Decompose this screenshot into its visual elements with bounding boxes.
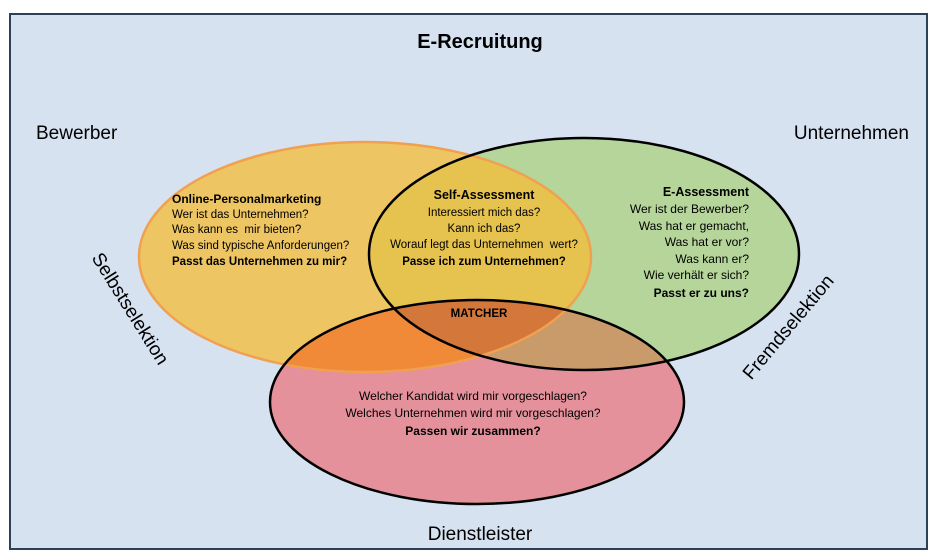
pink-ellipse-outline (268, 298, 686, 506)
label-bewerber: Bewerber (36, 123, 118, 144)
dienst-line: Welches Unternehmen wird mir vorgeschlag… (345, 406, 601, 420)
center-triple-overlap (369, 300, 591, 370)
page-title: E-Recruitung (417, 31, 543, 53)
e-line: Was hat er vor? (665, 235, 750, 249)
online-line: Wer ist das Unternehmen? (172, 209, 309, 221)
e-heading: E-Assessment (663, 185, 750, 199)
label-dienstleister: Dienstleister (428, 524, 533, 545)
dienst-line: Welcher Kandidat wird mir vorgeschlagen? (359, 389, 587, 403)
e-line: Wie verhält er sich? (644, 268, 750, 282)
e-conclusion: Passt er zu uns? (654, 286, 749, 300)
self-line: Interessiert mich das? (428, 207, 541, 219)
online-conclusion: Passt das Unternehmen zu mir? (172, 256, 347, 268)
self-line: Kann ich das? (448, 223, 521, 235)
self-heading: Self-Assessment (434, 188, 536, 202)
orange-ellipse-outline (137, 140, 593, 374)
online-heading: Online-Personalmarketing (172, 192, 321, 206)
e-line: Was hat er gemacht, (639, 219, 749, 233)
label-unternehmen: Unternehmen (794, 123, 909, 144)
self-conclusion: Passe ich zum Unternehmen? (402, 256, 566, 268)
online-line: Was kann es mir bieten? (172, 224, 301, 236)
online-line: Was sind typische Anforderungen? (172, 240, 349, 252)
green-ellipse-outline (367, 136, 801, 372)
self-line: Worauf legt das Unternehmen wert? (390, 239, 578, 251)
dienst-conclusion: Passen wir zusammen? (405, 424, 540, 438)
e-line: Wer ist der Bewerber? (630, 202, 749, 216)
e-line: Was kann er? (675, 252, 749, 266)
matcher-label: MATCHER (451, 308, 508, 320)
